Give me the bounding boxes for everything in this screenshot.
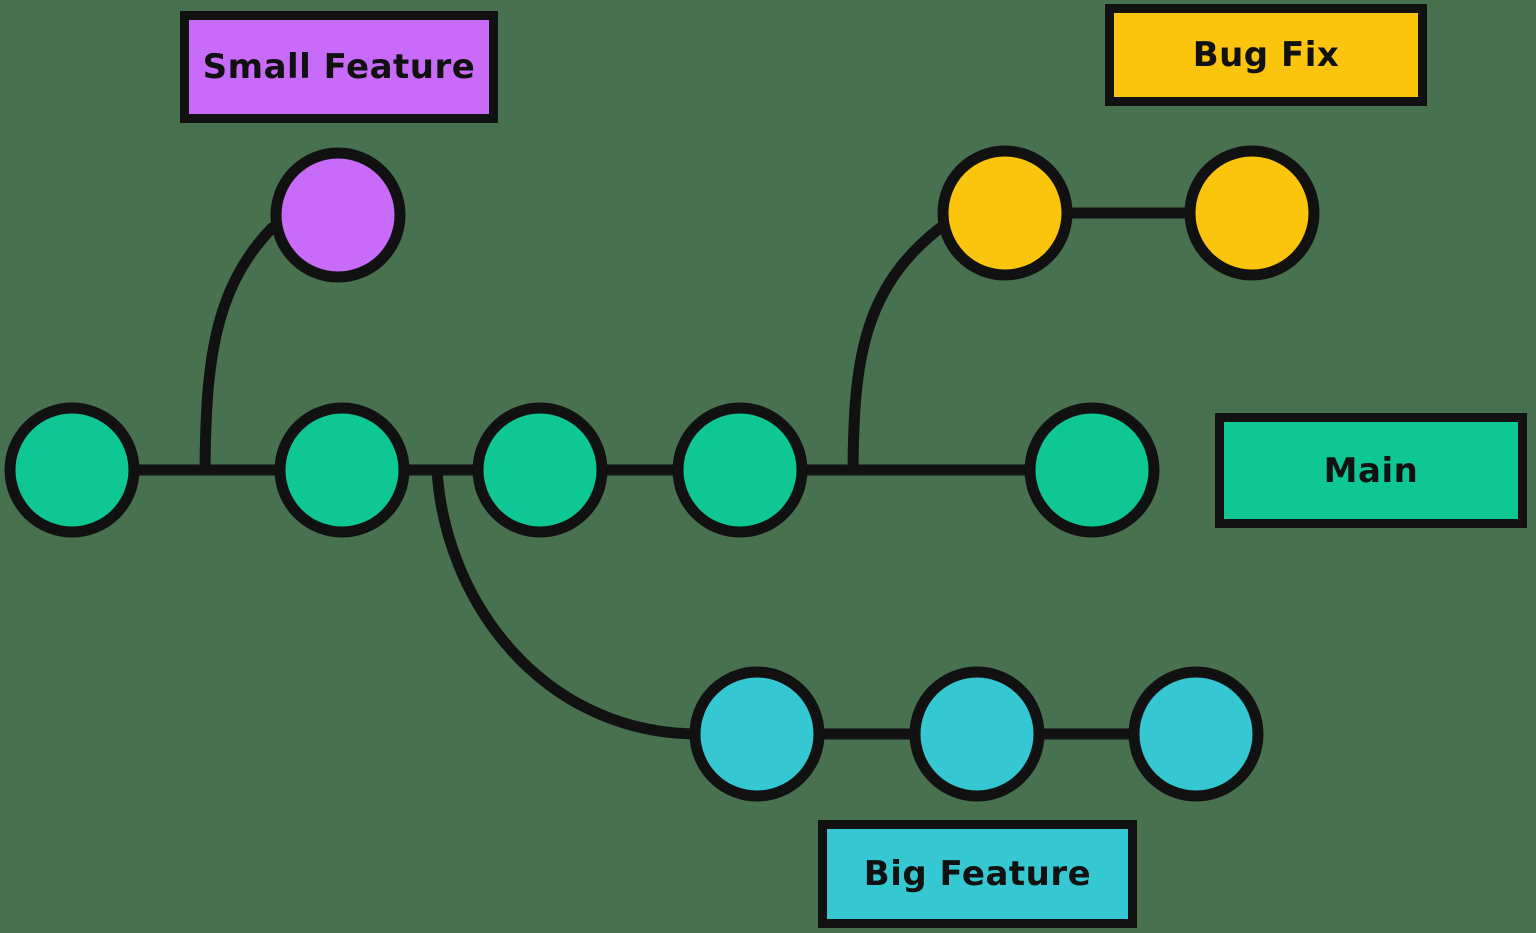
label-bug-fix: Bug Fix <box>1105 4 1427 106</box>
commit-node-big-feature-2 <box>909 666 1045 802</box>
commit-node-bug-fix-1 <box>937 145 1073 281</box>
edge-fork-to-big-feature <box>431 464 698 740</box>
label-main-text: Main <box>1323 450 1419 491</box>
commit-node-main-3 <box>472 402 608 538</box>
commit-node-bug-fix-2 <box>1184 145 1320 281</box>
edge-fork-to-small-feature <box>199 222 278 476</box>
commit-node-big-feature-3 <box>1128 666 1264 802</box>
label-small-feature: Small Feature <box>180 11 498 123</box>
commit-node-big-feature-1 <box>689 666 825 802</box>
label-small-feature-text: Small Feature <box>202 47 476 87</box>
commit-node-main-1 <box>4 402 140 538</box>
commit-node-main-5 <box>1024 402 1160 538</box>
commit-node-small-feature-1 <box>270 147 406 283</box>
label-big-feature-text: Big Feature <box>863 854 1092 894</box>
commit-node-main-4 <box>672 402 808 538</box>
edge-fork-to-bug-fix <box>847 222 946 476</box>
label-big-feature: Big Feature <box>818 820 1137 928</box>
label-bug-fix-text: Bug Fix <box>1192 35 1340 75</box>
commit-node-main-2 <box>274 402 410 538</box>
label-main: Main <box>1215 413 1527 528</box>
